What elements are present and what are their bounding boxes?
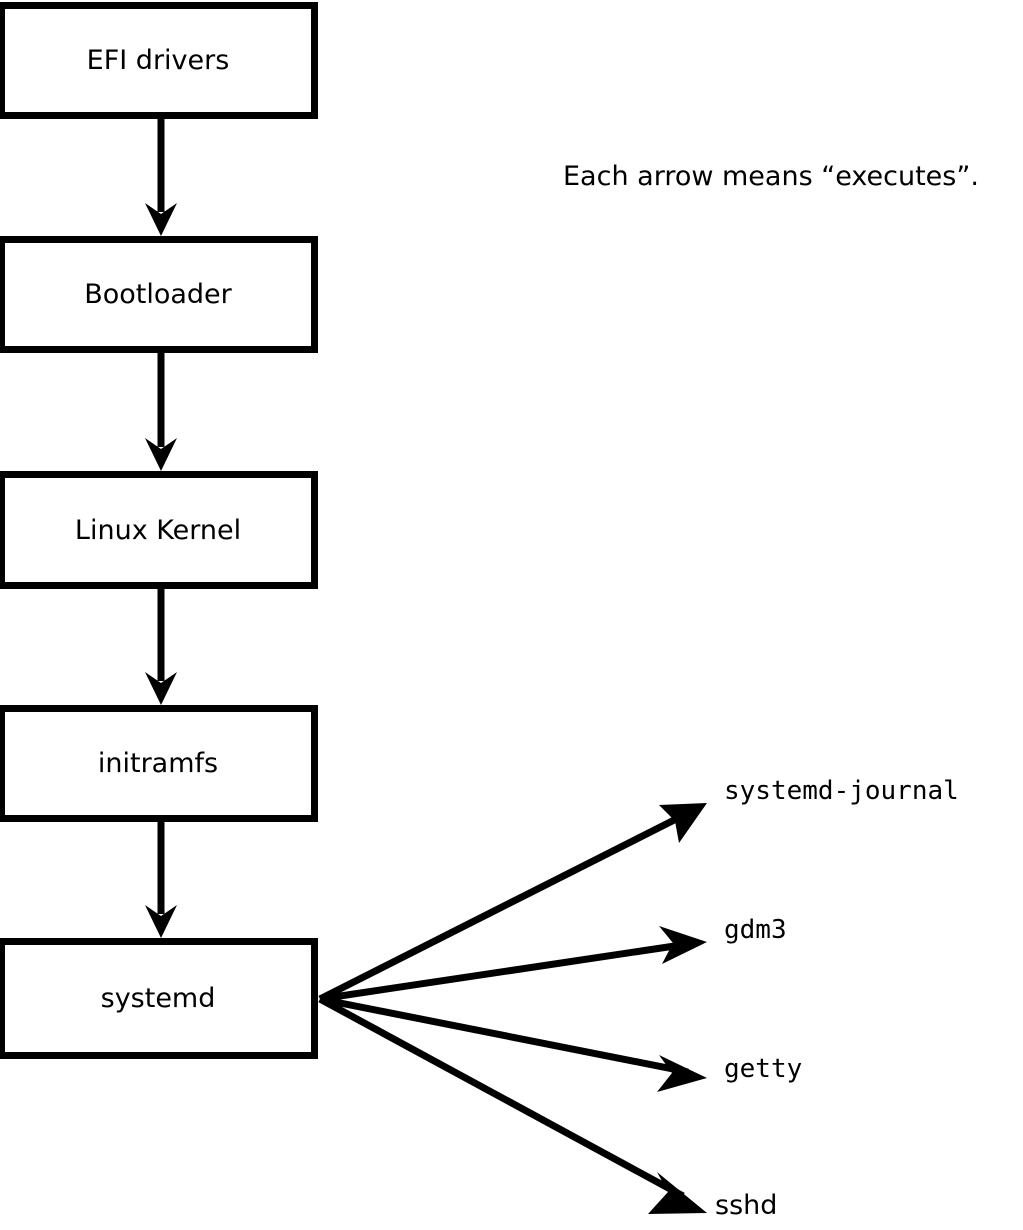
chain-arrow-bootloader-to-kernel [145,353,177,471]
node-box-initramfs[interactable]: initramfs [0,705,318,822]
chain-arrow-kernel-to-initramfs [145,589,177,705]
node-box-linux-kernel[interactable]: Linux Kernel [0,471,318,589]
node-box-efi-drivers[interactable]: EFI drivers [0,2,318,119]
fanout-arrow-sshd [318,995,707,1214]
fanout-arrow-gdm3 [319,926,707,1003]
service-label-getty: getty [724,1054,803,1084]
fanout-arrow-getty [319,995,707,1092]
node-label-linux-kernel: Linux Kernel [74,514,242,546]
service-label-systemd-journal: systemd-journal [724,776,959,806]
chain-arrow-initramfs-to-systemd [145,822,177,938]
legend-note: Each arrow means “executes”. [563,161,979,192]
node-label-bootloader: Bootloader [84,279,232,310]
node-box-systemd[interactable]: systemd [0,938,318,1059]
node-label-efi-drivers: EFI drivers [86,45,230,76]
service-label-sshd: sshd [715,1190,778,1221]
service-label-gdm3: gdm3 [724,915,787,945]
node-box-bootloader[interactable]: Bootloader [0,236,318,353]
fanout-arrow-systemd-journal [318,803,707,1003]
chain-arrow-efi-to-bootloader [145,119,177,236]
node-label-systemd: systemd [100,983,216,1014]
node-label-initramfs: initramfs [97,748,219,779]
